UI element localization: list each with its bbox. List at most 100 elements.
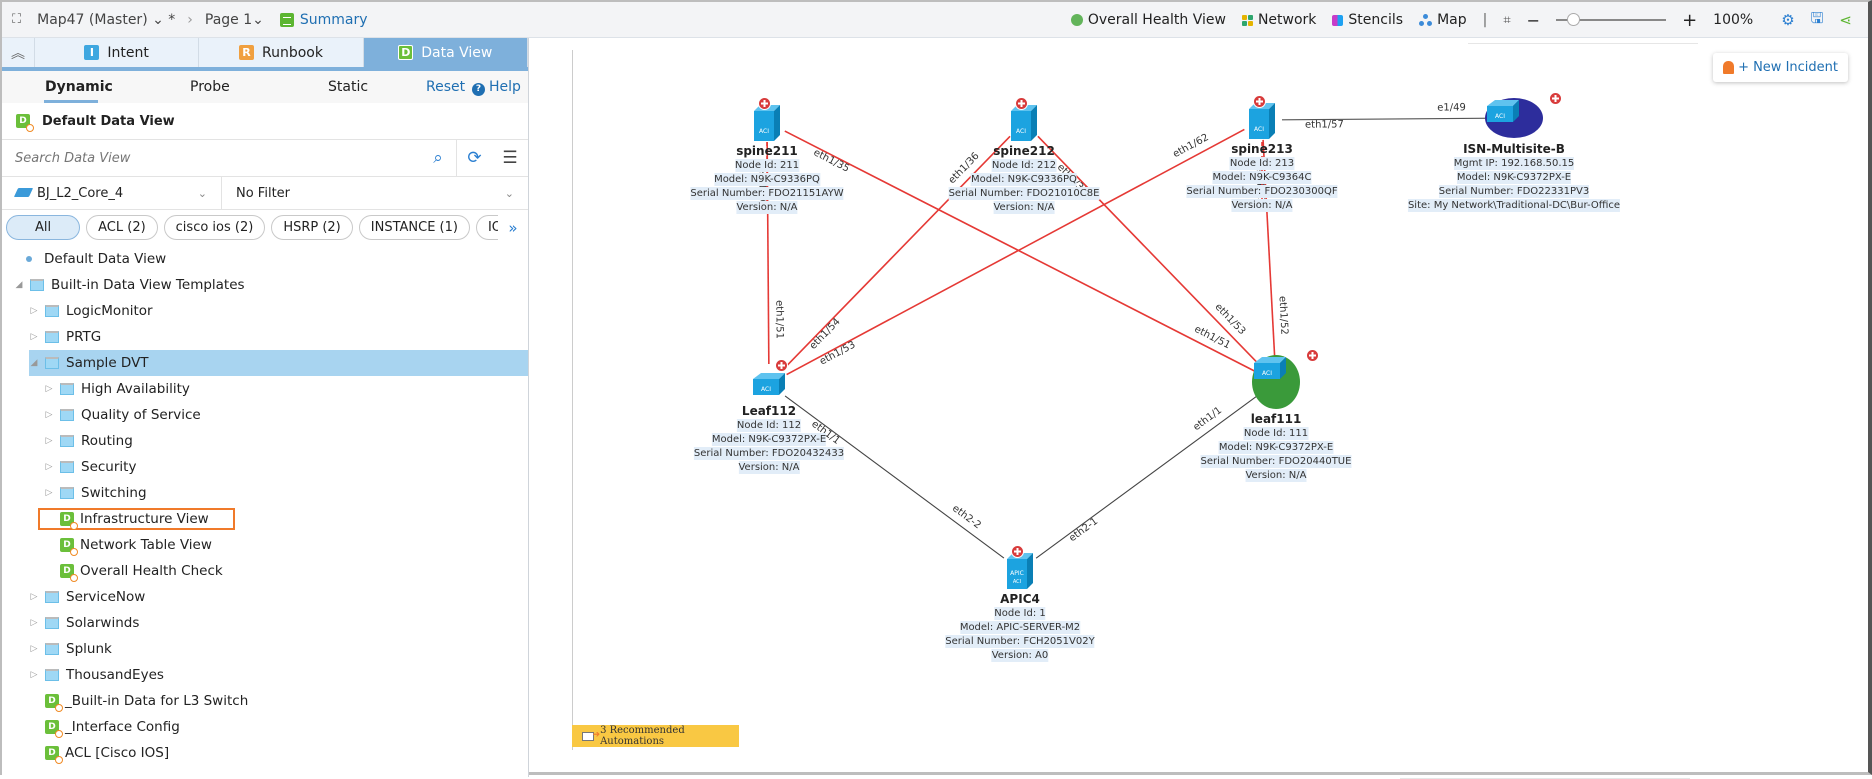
- new-incident-button[interactable]: + New Incident: [1713, 53, 1848, 82]
- node-name[interactable]: spine212: [993, 144, 1055, 158]
- link-line[interactable]: [1035, 394, 1259, 559]
- chevron-down-icon: ⌄: [197, 186, 207, 200]
- node-name[interactable]: ISN-Multisite-B: [1463, 142, 1565, 156]
- expand-arrow-icon[interactable]: ▷: [30, 306, 38, 316]
- link-interface-label: eth1/53: [818, 339, 857, 367]
- node-name[interactable]: Leaf112: [741, 404, 797, 418]
- search-input[interactable]: [2, 140, 420, 176]
- collapse-arrow-icon[interactable]: ◢: [30, 358, 38, 368]
- expand-arrow-icon[interactable]: ▷: [30, 332, 38, 342]
- filter-chip[interactable]: INSTANCE (1): [358, 215, 470, 240]
- node-info-line: Site: My Network\Traditional-DC\Bur-Offi…: [1407, 199, 1621, 212]
- folder-icon: [45, 305, 59, 317]
- filter-select[interactable]: No Filter⌄: [222, 177, 528, 209]
- collapse-panel-icon[interactable]: ︽: [2, 38, 35, 67]
- link-line[interactable]: [1281, 117, 1495, 121]
- expand-arrow-icon[interactable]: ▷: [45, 384, 53, 394]
- node-name[interactable]: spine213: [1231, 142, 1293, 156]
- subtab-dynamic[interactable]: Dynamic: [45, 79, 113, 95]
- tree-item[interactable]: ▷ServiceNow: [2, 584, 528, 610]
- stencils-label: Stencils: [1348, 12, 1404, 28]
- subtab-static[interactable]: Static: [328, 79, 369, 95]
- tree-item[interactable]: ▷Security: [2, 454, 528, 480]
- zoom-in-button[interactable]: +: [1682, 9, 1698, 31]
- map-canvas[interactable]: eth1/36eth1/51eth1/35eth1/51eth1/36eth1/…: [530, 38, 1868, 779]
- tree-item[interactable]: ▷Quality of Service: [2, 402, 528, 428]
- filter-chip[interactable]: ACL (2): [86, 215, 158, 240]
- expand-arrow-icon[interactable]: ▷: [30, 644, 38, 654]
- tree-item[interactable]: ▷PRTG: [2, 324, 528, 350]
- settings-gear-icon[interactable]: ⚙: [1781, 11, 1795, 29]
- save-icon[interactable]: 🖫: [1810, 8, 1824, 27]
- expand-arrow-icon[interactable]: ▷: [45, 488, 53, 498]
- tree-item[interactable]: Default Data View: [2, 246, 528, 272]
- tree-item[interactable]: ▷Splunk: [2, 636, 528, 662]
- expand-arrow-icon[interactable]: ▷: [45, 462, 53, 472]
- device-icon-isn[interactable]: ACI: [1485, 92, 1562, 138]
- zoom-out-button[interactable]: −: [1526, 10, 1541, 30]
- filter-chip[interactable]: All: [6, 215, 81, 240]
- zoom-slider[interactable]: [1556, 13, 1667, 26]
- map-button[interactable]: Map: [1419, 12, 1467, 28]
- summary-button[interactable]: Summary: [279, 12, 368, 28]
- node-name[interactable]: leaf111: [1250, 412, 1302, 426]
- link-line[interactable]: [784, 130, 1257, 373]
- tree-item[interactable]: ◢Built-in Data View Templates: [2, 272, 528, 298]
- stencils-button[interactable]: Stencils: [1332, 12, 1403, 28]
- filter-chip[interactable]: HSRP (2): [271, 215, 353, 240]
- refresh-icon[interactable]: ⟳: [456, 140, 492, 176]
- expand-arrow-icon[interactable]: ▷: [30, 592, 38, 602]
- tree-item-label: High Availability: [81, 381, 190, 397]
- search-icon[interactable]: ⌕: [433, 148, 443, 168]
- expand-arrow-icon[interactable]: ▷: [45, 436, 53, 446]
- subtab-probe[interactable]: Probe: [190, 79, 230, 95]
- collapse-arrow-icon[interactable]: ◢: [15, 280, 23, 290]
- device-select-value: BJ_L2_Core_4: [37, 185, 124, 201]
- tree-item[interactable]: D_Interface Config: [2, 714, 528, 740]
- folder-icon: [45, 643, 59, 655]
- more-chips-icon[interactable]: »: [498, 210, 528, 245]
- tree-item[interactable]: ▷Solarwinds: [2, 610, 528, 636]
- device-icon-leaf111[interactable]: ACI: [1252, 349, 1319, 409]
- map-name-dropdown[interactable]: Map47 (Master) ⌄ *: [37, 12, 175, 28]
- filter-chip[interactable]: cisco ios (2): [163, 215, 266, 240]
- network-button[interactable]: Network: [1241, 12, 1316, 28]
- device-select[interactable]: BJ_L2_Core_4 ⌄: [2, 177, 222, 209]
- fit-to-screen-icon[interactable]: ⌗: [1503, 12, 1511, 28]
- menu-icon[interactable]: ☰: [502, 148, 518, 168]
- fullscreen-icon[interactable]: ⛶: [12, 12, 22, 27]
- page-dropdown[interactable]: Page 1⌄: [205, 12, 264, 28]
- reset-link[interactable]: Reset: [426, 79, 466, 95]
- link-line[interactable]: [786, 128, 1245, 376]
- tree-item[interactable]: D_Built-in Data for L3 Switch: [2, 688, 528, 714]
- tree-item[interactable]: ▷ High Availability: [2, 376, 528, 402]
- zoom-slider-thumb[interactable]: [1567, 13, 1581, 26]
- top-toolbar: ⛶ Map47 (Master) ⌄ * › Page 1⌄ Summary O…: [2, 2, 1868, 38]
- tree-item[interactable]: ▷LogicMonitor: [2, 298, 528, 324]
- tree-item[interactable]: ▷Switching: [2, 480, 528, 506]
- node-name[interactable]: spine211: [736, 144, 798, 158]
- search-bar: ⌕ ⟳ ☰: [2, 139, 528, 177]
- expand-arrow-icon[interactable]: ▷: [30, 618, 38, 628]
- share-icon[interactable]: ⋖: [1839, 11, 1852, 29]
- tree-item[interactable]: ▷ThousandEyes: [2, 662, 528, 688]
- tree-item[interactable]: ◢Sample DVT: [29, 350, 528, 376]
- link-line[interactable]: [784, 395, 1005, 559]
- node-name[interactable]: APIC4: [1000, 592, 1040, 606]
- recommended-automations-banner[interactable]: 3 Recommended Automations: [572, 725, 739, 747]
- tree-item[interactable]: ▷Routing: [2, 428, 528, 454]
- overall-health-view-button[interactable]: Overall Health View: [1070, 12, 1226, 28]
- expand-arrow-icon[interactable]: ▷: [30, 670, 38, 680]
- help-link[interactable]: ?Help: [472, 79, 521, 96]
- expand-arrow-icon[interactable]: ▷: [45, 410, 53, 420]
- tree-item-label: _Interface Config: [65, 719, 180, 735]
